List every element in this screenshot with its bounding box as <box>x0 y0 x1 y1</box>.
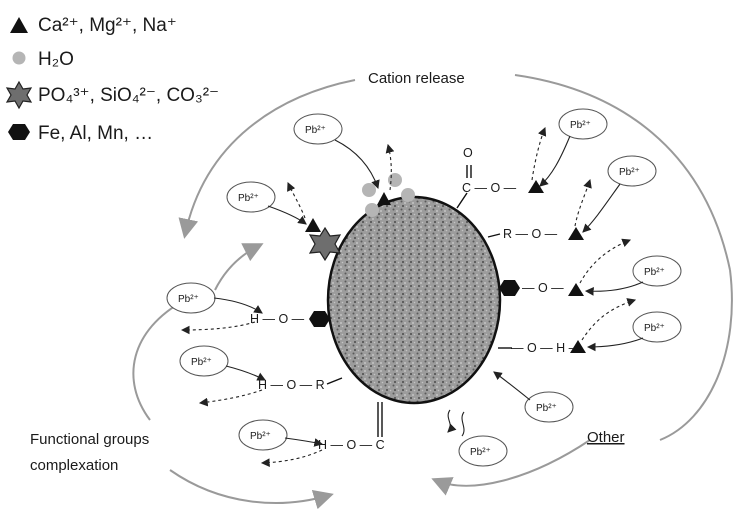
h-o-group: H — O — <box>250 312 305 326</box>
water-dot-icon <box>12 51 26 65</box>
legend: Ca²⁺, Mg²⁺, Na⁺ H₂O PO₄³⁺, SiO₄²⁻, CO₃²⁻… <box>5 15 219 144</box>
water-molecule <box>365 203 379 217</box>
cation-triangle <box>568 283 584 296</box>
upper-left-small-arrow <box>214 243 264 291</box>
water-molecule <box>401 188 415 202</box>
svg-text:Pb²⁺: Pb²⁺ <box>305 125 326 136</box>
h-o-r-group: H — O — R <box>258 378 325 392</box>
bottom-left-arrow <box>169 469 334 510</box>
r-o-group: R — O — <box>503 227 558 241</box>
svg-text:Pb²⁺: Pb²⁺ <box>644 323 665 334</box>
cation-triangle <box>305 218 321 232</box>
carboxyl-chain: C — O — <box>462 181 517 195</box>
left-loop-arrow <box>132 299 186 421</box>
cation-triangle <box>528 180 544 193</box>
label-other: Other <box>587 429 625 446</box>
svg-text:Pb²⁺: Pb²⁺ <box>470 447 491 458</box>
svg-text:Pb²⁺: Pb²⁺ <box>191 357 212 368</box>
cation-triangle <box>377 192 391 205</box>
svg-text:Pb²⁺: Pb²⁺ <box>178 294 199 305</box>
svg-text:Pb²⁺: Pb²⁺ <box>536 403 557 414</box>
lead-ion-bubble: Pb²⁺ <box>226 181 276 213</box>
lead-ion-bubble: Pb²⁺ <box>632 311 682 343</box>
hexagon-icon <box>8 124 30 140</box>
label-complexation: complexation <box>30 457 118 474</box>
bottom-right-arrow <box>431 439 591 496</box>
svg-text:Pb²⁺: Pb²⁺ <box>238 193 259 204</box>
star-icon <box>5 80 33 110</box>
legend-cations: Ca²⁺, Mg²⁺, Na⁺ <box>38 15 177 36</box>
carboxyl-oxygen: O <box>463 146 473 160</box>
o-group: — O — <box>522 281 564 295</box>
lead-ion-bubble: Pb²⁺ <box>238 419 288 451</box>
lead-ion-bubble: Pb²⁺ <box>558 108 608 140</box>
central-particle <box>326 195 502 405</box>
right-return-arrow <box>659 269 733 441</box>
cation-triangle <box>568 227 584 240</box>
h-o-c-group: H — O — C <box>318 438 385 452</box>
legend-water: H₂O <box>38 49 74 70</box>
lead-ion-bubble: Pb²⁺ <box>293 113 343 145</box>
water-molecule <box>388 173 402 187</box>
process-arrows <box>132 74 733 510</box>
svg-text:Pb²⁺: Pb²⁺ <box>644 267 665 278</box>
legend-anions: PO₄³⁺, SiO₄²⁻, CO₃²⁻ <box>38 85 219 106</box>
svg-text:Pb²⁺: Pb²⁺ <box>570 120 591 131</box>
top-adsorbates <box>305 173 415 262</box>
water-molecule <box>362 183 376 197</box>
exchange-arrows <box>180 126 644 468</box>
metal-hexagon <box>499 280 520 296</box>
svg-text:Pb²⁺: Pb²⁺ <box>619 167 640 178</box>
anion-star <box>308 226 342 262</box>
lead-ions: Pb²⁺ Pb²⁺ Pb²⁺ Pb²⁺ Pb²⁺ Pb²⁺ Pb²⁺ Pb²⁺ <box>166 108 682 467</box>
metal-hexagon <box>309 311 330 327</box>
lead-ion-bubble: Pb²⁺ <box>632 255 682 287</box>
lead-ion-bubble: Pb²⁺ <box>166 282 216 314</box>
cation-release-arrow-left <box>178 79 356 239</box>
label-functional-groups: Functional groups <box>30 431 149 448</box>
label-cation-release: Cation release <box>368 70 465 87</box>
lead-ion-bubble: Pb²⁺ <box>179 345 229 377</box>
legend-metals: Fe, Al, Mn, … <box>38 123 153 144</box>
cation-triangle <box>570 340 586 353</box>
triangle-icon <box>10 17 28 33</box>
svg-text:Pb²⁺: Pb²⁺ <box>250 431 271 442</box>
o-h-group: — O — H — <box>511 341 582 355</box>
lead-ion-bubble: Pb²⁺ <box>524 391 574 423</box>
lead-ion-bubble: Pb²⁺ <box>607 155 657 187</box>
lead-ion-bubble: Pb²⁺ <box>458 435 508 467</box>
cation-release-arrow-right <box>514 74 731 271</box>
